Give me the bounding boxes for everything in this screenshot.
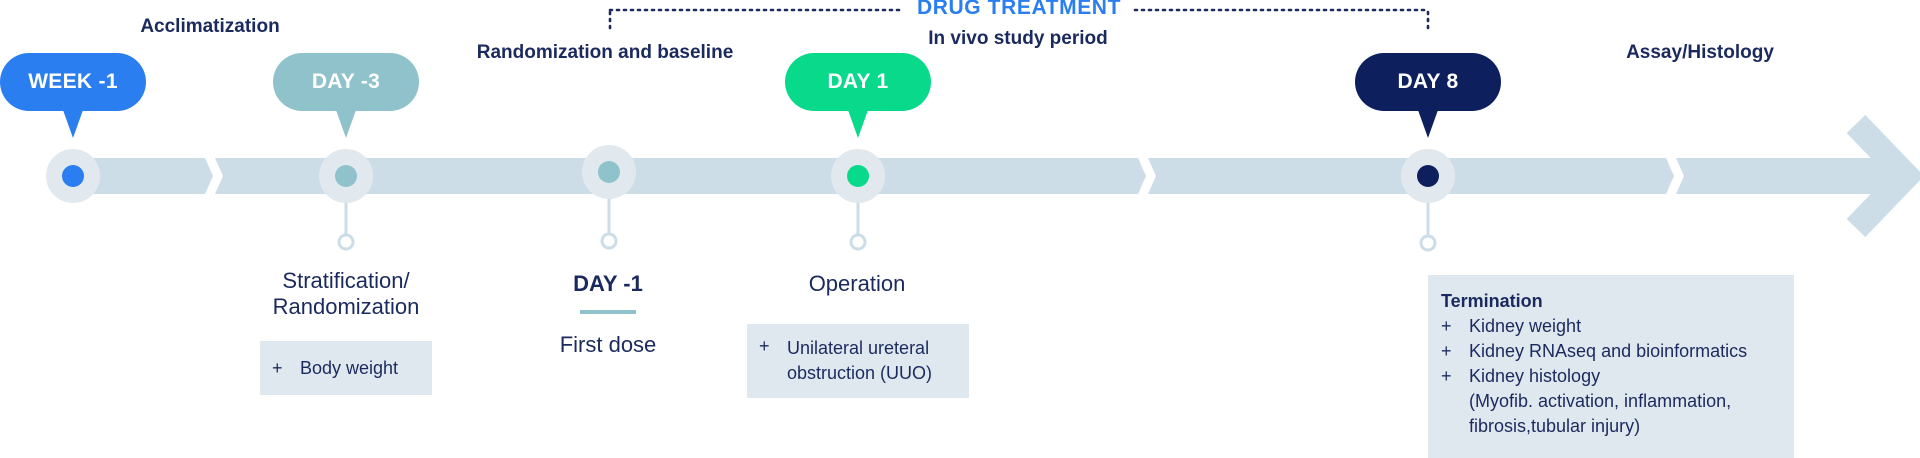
milestone-week-minus1: WEEK -1	[0, 53, 146, 111]
phase-assay-histology: Assay/Histology	[1626, 42, 1774, 63]
termination-title: Termination	[1441, 291, 1543, 311]
box-termination: Termination + Kidney weight + Kidney RNA…	[1428, 275, 1794, 458]
box-body-weight: + Body weight	[260, 341, 432, 395]
milestone-day-1: DAY 1	[785, 53, 931, 111]
termination-item-text: Kidney weight	[1469, 316, 1582, 336]
plus-icon: +	[272, 357, 283, 378]
uuo-label: Unilateral ureteral obstruction (UUO)	[787, 338, 933, 383]
pill-tail-day-3	[336, 110, 356, 138]
marker-day-minus3	[319, 149, 373, 203]
arrowhead	[1846, 114, 1920, 238]
track-segment-4	[1676, 158, 1890, 194]
pill-tail-day8	[1418, 110, 1438, 138]
marker-dot	[62, 165, 84, 187]
marker-dot	[335, 165, 357, 187]
list-item: + Kidney RNAseq and bioinformatics	[1441, 339, 1794, 364]
plus-icon: +	[759, 336, 770, 356]
phase-randomization-baseline: Randomization and baseline	[476, 42, 734, 63]
termination-item-text: Kidney RNAseq and bioinformatics	[1469, 341, 1748, 361]
pill-tail-week	[63, 110, 83, 138]
marker-day-8	[1401, 149, 1455, 203]
in-vivo-label: In vivo study period	[928, 28, 1108, 49]
termination-item-text: Kidney histology (Myofib. activation, in…	[1469, 366, 1732, 436]
marker-dot	[1417, 165, 1439, 187]
marker-dot	[847, 165, 869, 187]
list-item: + Kidney histology (Myofib. activation, …	[1441, 364, 1794, 439]
event-day-minus1: DAY -1	[573, 271, 643, 296]
drug-treatment-bracket	[608, 8, 1430, 30]
phase-acclimatization: Acclimatization	[140, 16, 280, 37]
milestone-day-8: DAY 8	[1355, 53, 1501, 111]
track-segment-1	[75, 158, 213, 194]
milestone-day-minus3: DAY -3	[273, 53, 419, 111]
event-first-dose: First dose	[559, 332, 657, 357]
marker-dot	[598, 161, 620, 183]
event-operation: Operation	[808, 271, 906, 296]
marker-week-minus1	[46, 149, 100, 203]
marker-day-1	[831, 149, 885, 203]
plus-icon: +	[1441, 316, 1452, 336]
list-item: + Kidney weight	[1441, 314, 1794, 339]
body-weight-label: Body weight	[300, 357, 399, 378]
drug-treatment-title: DRUG TREATMENT	[917, 0, 1121, 19]
box-uuo: + Unilateral ureteral obstruction (UUO)	[747, 324, 969, 398]
track-segment-2	[215, 158, 1146, 194]
plus-icon: +	[1441, 341, 1452, 361]
marker-day-minus1	[582, 145, 636, 199]
event-stratification: Stratification/ Randomization	[272, 268, 420, 319]
plus-icon: +	[1441, 366, 1452, 386]
pill-tail-day1	[848, 110, 868, 138]
